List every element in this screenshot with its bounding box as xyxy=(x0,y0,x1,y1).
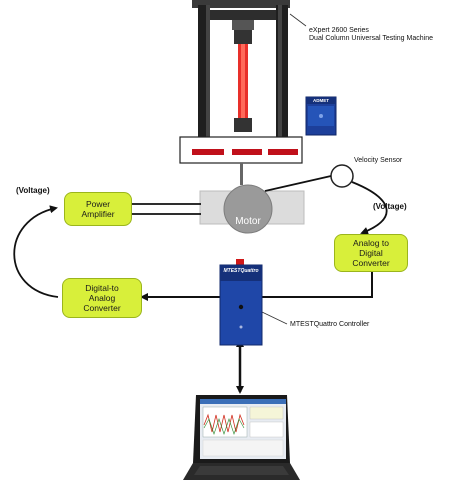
laptop-computer xyxy=(183,395,300,480)
motor-label: Motor xyxy=(235,216,261,227)
machine-label: eXpert 2600 Series Dual Column Universal… xyxy=(309,27,449,43)
controller-label: MTESTQuattro Controller xyxy=(290,321,370,328)
motor xyxy=(223,184,273,234)
analog-to-digital-block: Analog to Digital Converter xyxy=(334,234,408,272)
velocity-sensor-icon xyxy=(330,164,354,188)
motor-to-sensor-line xyxy=(264,175,332,192)
digital-to-analog-block: Digital-to Analog Converter xyxy=(62,278,142,318)
machine-leader-line xyxy=(289,13,307,27)
cabinet-brand-label: ADMET xyxy=(313,98,329,103)
voltage-label-left: (Voltage) xyxy=(16,186,50,195)
controller-brand-label: MTESTQuattro xyxy=(223,268,259,274)
testing-machine xyxy=(179,0,303,185)
dac-line-2: Analog xyxy=(88,293,116,303)
mtestquattro-controller xyxy=(219,259,263,346)
adc-line-3: Converter xyxy=(352,258,390,268)
sensor-to-adc-arrow xyxy=(351,181,388,235)
adc-line-2: Digital xyxy=(359,248,383,258)
controller-cabinet xyxy=(305,96,337,136)
power-amplifier-line-1: Power xyxy=(85,199,111,209)
velocity-sensor-label: Velocity Sensor xyxy=(354,157,403,164)
power-amplifier-line-2: Amplifier xyxy=(81,209,115,219)
upper-grip xyxy=(234,30,252,44)
voltage-label-right: (Voltage) xyxy=(373,202,407,211)
machine-description-label: Dual Column Universal Testing Machine xyxy=(309,35,433,42)
dac-line-1: Digital-to xyxy=(85,283,119,293)
machine-series-label: eXpert 2600 Series xyxy=(309,27,369,34)
adc-line-1: Analog to xyxy=(353,238,389,248)
controller-leader-line xyxy=(261,311,288,325)
dac-to-amplifier-arrow xyxy=(13,205,59,298)
dac-line-3: Converter xyxy=(83,303,121,313)
adc-to-dac-arrow xyxy=(140,262,373,301)
power-amplifier-block: Power Amplifier xyxy=(64,192,132,226)
lower-grip xyxy=(234,118,252,132)
